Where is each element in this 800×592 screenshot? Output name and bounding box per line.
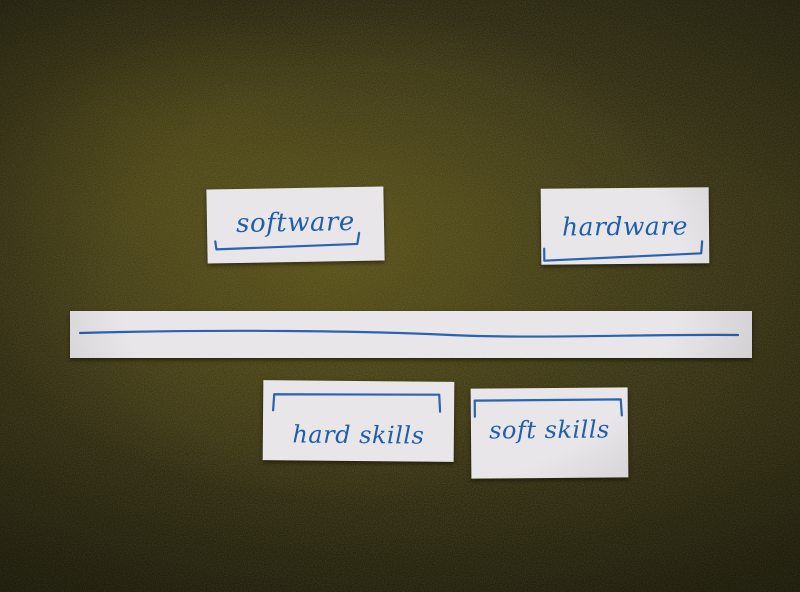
soft-skills-label: soft skills bbox=[489, 415, 610, 445]
divider-strip bbox=[70, 311, 752, 358]
software-bracket bbox=[214, 231, 361, 251]
hard-skills-card: hard skills bbox=[262, 380, 455, 462]
software-card: software bbox=[206, 186, 385, 264]
hard-skills-bracket bbox=[271, 393, 442, 413]
hardware-card: hardware bbox=[540, 187, 710, 265]
soft-skills-bracket bbox=[473, 398, 623, 418]
divider-line bbox=[78, 329, 740, 338]
hard-skills-label: hard skills bbox=[292, 420, 425, 450]
soft-skills-card: soft skills bbox=[470, 387, 629, 479]
hardware-bracket bbox=[543, 240, 704, 262]
